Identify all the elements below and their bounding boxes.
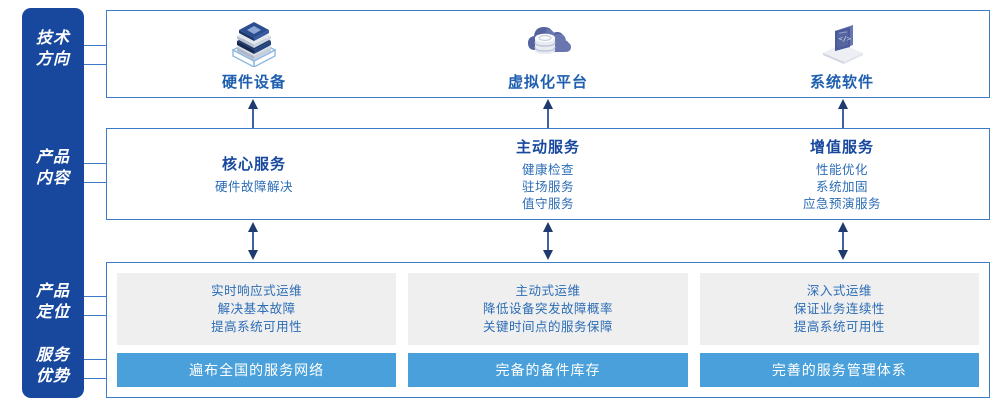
rail-label-line: 产品 [35, 283, 70, 300]
connector-line [84, 64, 108, 65]
content-item: 系统加固 [815, 179, 868, 194]
rail-label-service-advantage: 服务 优势 [22, 345, 84, 387]
rail-label-product-content: 产品 内容 [22, 147, 84, 189]
tech-item-label: 虚拟化平台 [507, 73, 588, 91]
positioning-card[interactable]: 主动式运维 降低设备突发故障概率 关键时间点的服务保障 [408, 273, 688, 345]
rail-label-line: 产品 [35, 149, 70, 166]
product-positioning-box: 实时响应式运维 解决基本故障 提高系统可用性 遍布全国的服务网络 主动式运维 降… [106, 262, 990, 398]
rail-label-line: 服务 [35, 347, 70, 364]
arrow-up-icon [838, 99, 848, 129]
advantage-card[interactable]: 完善的服务管理体系 [699, 353, 979, 387]
arrow-up-down-icon [543, 222, 553, 260]
connector-line [84, 182, 108, 183]
server-stack-icon [221, 17, 287, 68]
arrow-up-icon [248, 99, 258, 129]
positioning-card[interactable]: 实时响应式运维 解决基本故障 提高系统可用性 [117, 273, 397, 345]
positioning-line: 保证业务连续性 [793, 302, 885, 316]
tech-item-hardware[interactable]: 硬件设备 [107, 11, 401, 97]
content-column-title: 增值服务 [809, 138, 874, 156]
advantage-card[interactable]: 完备的备件库存 [408, 353, 688, 387]
rail-label-line: 定位 [35, 304, 70, 321]
tech-direction-box: 硬件设备 虚拟化平台 [106, 10, 990, 98]
content-item: 值守服务 [521, 196, 574, 211]
connector-line [84, 378, 108, 379]
content-column-core[interactable]: 核心服务 硬件故障解决 [107, 129, 401, 219]
tech-item-label: 系统软件 [809, 73, 874, 91]
tech-item-label: 硬件设备 [221, 73, 286, 91]
cloud-database-icon [515, 17, 581, 67]
content-item: 硬件故障解决 [214, 179, 293, 194]
tech-item-virtualization[interactable]: 虚拟化平台 [401, 11, 695, 97]
positioning-line: 深入式运维 [806, 284, 872, 298]
positioning-column-2: 主动式运维 降低设备突发故障概率 关键时间点的服务保障 完备的备件库存 [408, 273, 688, 387]
rail-label-line: 方向 [35, 51, 70, 68]
content-item: 健康检查 [521, 162, 574, 177]
positioning-line: 降低设备突发故障概率 [482, 302, 613, 316]
content-column-proactive[interactable]: 主动服务 健康检查 驻场服务 值守服务 [401, 129, 695, 219]
rail-label-line: 内容 [35, 170, 70, 187]
content-column-title: 主动服务 [515, 138, 580, 156]
positioning-line: 主动式运维 [515, 284, 581, 298]
positioning-column-1: 实时响应式运维 解决基本故障 提高系统可用性 遍布全国的服务网络 [117, 273, 397, 387]
arrow-up-down-icon [838, 222, 848, 260]
connector-line [84, 359, 108, 360]
positioning-line: 解决基本故障 [217, 302, 296, 316]
positioning-line: 关键时间点的服务保障 [482, 320, 613, 334]
content-item: 性能优化 [815, 162, 868, 177]
rail-label-line: 技术 [35, 30, 70, 47]
content-item: 驻场服务 [521, 179, 574, 194]
tech-item-system-software[interactable]: </> 系统软件 [695, 11, 989, 97]
connector-line [84, 296, 108, 297]
positioning-line: 提高系统可用性 [211, 320, 303, 334]
advantage-card[interactable]: 遍布全国的服务网络 [117, 353, 397, 387]
positioning-card[interactable]: 深入式运维 保证业务连续性 提高系统可用性 [699, 273, 979, 345]
connector-line [84, 45, 108, 46]
content-column-title: 核心服务 [221, 155, 286, 173]
product-content-box: 核心服务 硬件故障解决 主动服务 健康检查 驻场服务 值守服务 增值服务 性能优… [106, 128, 990, 220]
rail-label-line: 优势 [35, 368, 70, 385]
positioning-line: 提高系统可用性 [793, 320, 885, 334]
connector-line [84, 315, 108, 316]
rail-label-product-positioning: 产品 定位 [22, 281, 84, 323]
laptop-code-icon: </> [809, 17, 875, 67]
rail-label-tech-direction: 技术 方向 [22, 28, 84, 70]
left-rail [22, 8, 84, 398]
svg-text:</>: </> [839, 35, 852, 43]
content-item: 应急预演服务 [802, 196, 881, 211]
content-column-value-added[interactable]: 增值服务 性能优化 系统加固 应急预演服务 [695, 129, 989, 219]
connector-line [84, 163, 108, 164]
arrow-up-down-icon [248, 222, 258, 260]
arrow-up-icon [543, 99, 553, 129]
positioning-line: 实时响应式运维 [211, 284, 303, 298]
positioning-column-3: 深入式运维 保证业务连续性 提高系统可用性 完善的服务管理体系 [699, 273, 979, 387]
